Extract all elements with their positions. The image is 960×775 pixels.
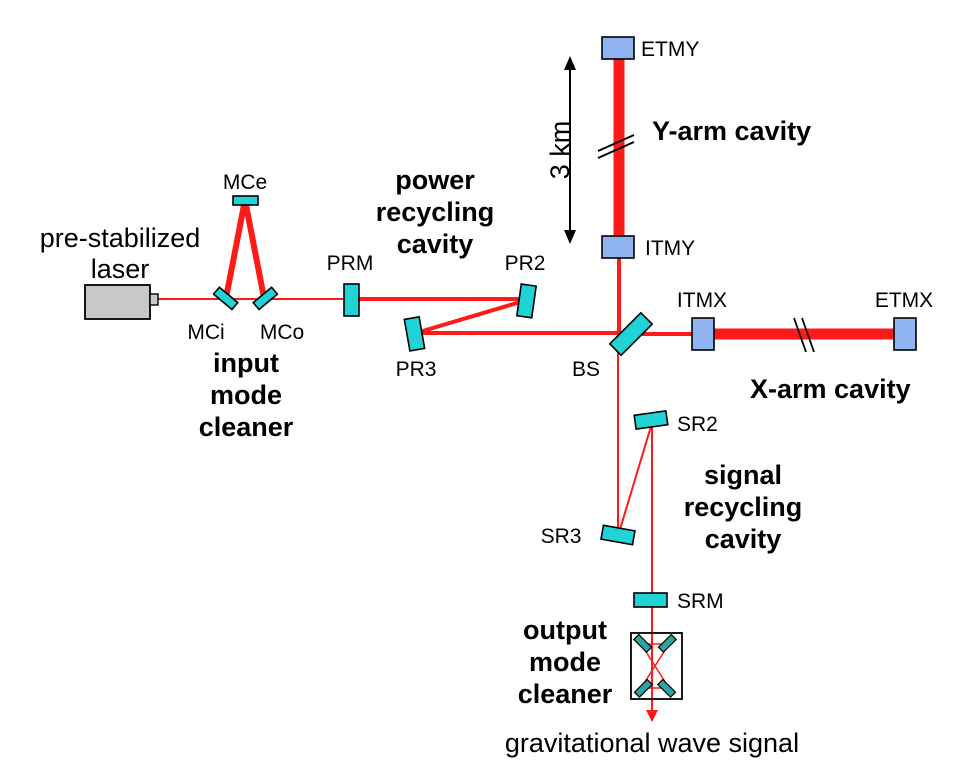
label-sr3: SR3	[541, 525, 582, 548]
x-arm-break-mark	[793, 317, 815, 353]
mirror-itmx	[691, 317, 715, 351]
laser-body	[84, 284, 151, 320]
mirror-pr2	[515, 283, 538, 319]
yarm-label: Y-arm cavity	[652, 116, 811, 146]
label-mco: MCo	[260, 321, 304, 344]
src-label-line2: recycling	[684, 492, 803, 522]
label-bs: BS	[572, 358, 600, 381]
xarm-label: X-arm cavity	[750, 374, 911, 404]
omc-mirror-br	[656, 678, 677, 699]
omc-label-line3: cleaner	[518, 679, 613, 709]
label-pr2: PR2	[505, 252, 546, 275]
mirror-bs	[608, 311, 654, 357]
imc-label-line2: mode	[210, 380, 282, 410]
length-dimension-arrow	[564, 56, 576, 244]
imc-label-line1: input	[213, 348, 279, 378]
laser-nozzle	[149, 293, 159, 306]
label-etmx: ETMX	[875, 289, 933, 312]
prc-label-line2: recycling	[376, 197, 495, 227]
label-srm: SRM	[677, 590, 724, 613]
mirror-prm	[343, 283, 360, 317]
label-pr3: PR3	[396, 358, 437, 381]
label-itmy: ITMY	[645, 237, 695, 260]
beam-mc-right	[243, 204, 267, 299]
prc-label-line1: power	[395, 165, 475, 195]
label-mci: MCi	[187, 321, 224, 344]
label-itmx: ITMX	[677, 289, 727, 312]
mirror-pr3	[403, 315, 426, 352]
omc-mirror-bl	[633, 678, 654, 699]
label-prm: PRM	[327, 252, 374, 275]
y-arm-break-mark	[597, 134, 635, 159]
imc-label-line3: cleaner	[199, 412, 294, 442]
output-arrowhead	[646, 710, 658, 722]
omc-mirror-tl	[632, 633, 653, 654]
label-mce: MCe	[223, 171, 267, 194]
beam-mc-left	[223, 204, 247, 299]
prc-label-line3: cavity	[397, 229, 474, 259]
output-label: gravitational wave signal	[505, 728, 799, 758]
mirror-mce	[232, 195, 259, 206]
omc-label-line1: output	[523, 615, 607, 645]
mirror-etmx	[893, 317, 917, 351]
label-sr2: SR2	[677, 413, 718, 436]
src-label-line3: cavity	[705, 524, 782, 554]
label-etmy: ETMY	[641, 38, 699, 61]
mirror-sr3	[600, 524, 636, 546]
mirror-srm	[633, 592, 668, 608]
beam-sr3-to-sr2	[617, 422, 653, 537]
output-mode-cleaner	[630, 632, 683, 700]
omc-label-line2: mode	[529, 647, 601, 677]
mirror-etmy	[601, 36, 635, 60]
length-label: 3 km	[545, 121, 575, 180]
mirror-mci	[212, 286, 239, 311]
mirror-sr2	[633, 409, 669, 431]
omc-box	[630, 632, 683, 700]
laser-label-line1: pre-stabilized	[40, 223, 201, 253]
mirror-itmy	[601, 235, 635, 259]
omc-mirror-tr	[657, 633, 678, 654]
laser-label-line2: laser	[91, 254, 150, 284]
mirror-mco	[252, 286, 279, 311]
beam-pr2-to-pr3	[415, 298, 528, 335]
src-label-line1: signal	[704, 460, 782, 490]
